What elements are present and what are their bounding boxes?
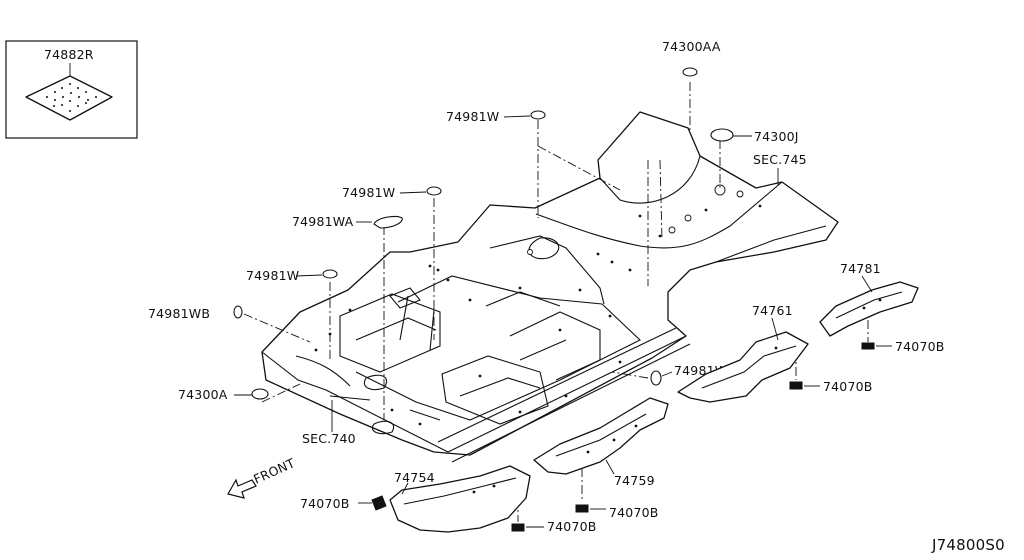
plug-74981wb-left[interactable]: 74981WB — [148, 305, 243, 321]
label-74070b-74759: 74070B — [609, 505, 659, 520]
label-74300a: 74300A — [178, 387, 228, 402]
cover-74761[interactable]: 74761 — [677, 303, 809, 403]
clip-74070b-74781[interactable]: 74070B — [861, 339, 945, 354]
label-sec-740: SEC.740 — [302, 431, 356, 446]
plug-74300a[interactable]: 74300A — [178, 387, 269, 402]
label-74070b-74781: 74070B — [895, 339, 945, 354]
front-arrow-icon — [227, 478, 257, 499]
cover-74781[interactable]: 74781 — [819, 261, 919, 337]
plug-74981wa[interactable]: 74981WA — [292, 214, 403, 229]
label-74070b-74761: 74070B — [823, 379, 873, 394]
clip-74070b-74759[interactable]: 74070B — [575, 504, 659, 520]
clip-74070b-74761[interactable]: 74070B — [789, 379, 873, 394]
cover-74754[interactable]: 74754 — [389, 465, 531, 533]
label-74761: 74761 — [752, 303, 793, 318]
panel-hole-dots — [314, 204, 762, 426]
plug-74981w-top[interactable]: 74981W — [446, 109, 546, 124]
insulator-inset[interactable]: 74882R — [5, 40, 138, 139]
label-74981w-top: 74981W — [446, 109, 499, 124]
floor-panel — [261, 111, 839, 463]
sec-740-callout[interactable]: SEC.740 — [302, 400, 356, 446]
label-74070b-74754-left: 74070B — [300, 496, 350, 511]
plug-74300j[interactable]: 74300J — [710, 128, 799, 144]
sec-745-callout[interactable]: SEC.745 — [753, 152, 807, 186]
label-74981wa: 74981WA — [292, 214, 354, 229]
label-74300j: 74300J — [754, 129, 799, 144]
label-74781: 74781 — [840, 261, 881, 276]
front-direction-indicator: FRONT — [227, 455, 297, 499]
label-74070b-74754-bottom: 74070B — [547, 519, 597, 534]
cover-74759[interactable]: 74759 — [533, 397, 669, 488]
insulator-pad-dots — [46, 83, 97, 112]
label-74882r: 74882R — [44, 47, 94, 62]
plug-74300aa[interactable]: 74300AA — [662, 39, 721, 77]
clip-74070b-74754-bottom[interactable]: 74070B — [511, 519, 597, 534]
diagram-code: J74800S0 — [931, 536, 1005, 554]
label-74981wb-left: 74981WB — [148, 306, 210, 321]
label-74981w-left: 74981W — [246, 268, 299, 283]
label-74754: 74754 — [394, 470, 435, 485]
label-74981w-mid: 74981W — [342, 185, 395, 200]
clip-74070b-74754-left[interactable]: 74070B — [300, 495, 387, 511]
label-74759: 74759 — [614, 473, 655, 488]
plug-74981w-mid[interactable]: 74981W — [342, 185, 442, 200]
dash-leaders — [243, 82, 869, 522]
label-74300aa: 74300AA — [662, 39, 721, 54]
label-sec-745: SEC.745 — [753, 152, 807, 167]
plug-74981w-left[interactable]: 74981W — [246, 268, 338, 283]
insulator-pad-icon — [25, 75, 113, 121]
label-front: FRONT — [251, 455, 297, 487]
